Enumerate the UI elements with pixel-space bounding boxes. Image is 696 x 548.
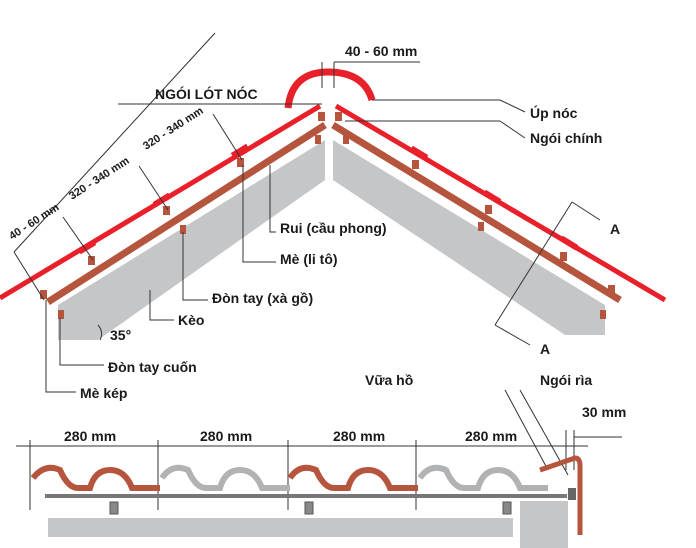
tile-profiles — [30, 455, 583, 535]
ngoi-lot-noc-label: NGÓI LÓT NÓC — [155, 85, 258, 102]
batten-blocks — [109, 501, 512, 515]
me-kep-label: Mè kép — [80, 385, 127, 401]
section-a-bottom: A — [540, 341, 550, 357]
battens — [40, 112, 615, 319]
rui-label: Rui (cầu phong) — [280, 220, 387, 236]
bottom-dim-2: 280 mm — [200, 428, 252, 444]
truss-left — [58, 140, 325, 340]
edge-gap-label: 30 mm — [582, 404, 626, 420]
ngoi-chinh-label: Ngói chính — [530, 130, 602, 146]
purlin-bar — [48, 518, 513, 537]
slope-dim-2: 320 - 340 mm — [67, 155, 132, 203]
me-label: Mè (li tô) — [280, 251, 338, 267]
angle-label: 35° — [110, 327, 131, 343]
bottom-dim-3: 280 mm — [333, 428, 385, 444]
slope-dim-1: 40 - 60 mm — [7, 201, 61, 242]
rafter-right — [331, 122, 622, 303]
vua-ho-label: Vữa hồ — [365, 372, 413, 388]
rafter-left — [46, 122, 327, 305]
section-a-top: A — [610, 221, 620, 237]
ridge-gap-label: 40 - 60 mm — [345, 43, 417, 59]
don-tay-label: Đòn tay (xà gồ) — [212, 290, 313, 306]
bottom-dim-4: 280 mm — [465, 428, 517, 444]
edge-batten — [568, 488, 576, 500]
truss-right — [333, 140, 605, 335]
bottom-dim-1: 280 mm — [64, 428, 116, 444]
keo-label: Kèo — [178, 312, 204, 328]
slope-dim-3: 320 - 340 mm — [141, 105, 206, 153]
ngoi-ria-label: Ngói rìa — [540, 372, 592, 388]
don-tay-cuon-label: Đòn tay cuốn — [108, 359, 197, 375]
tile-line-right — [334, 103, 667, 303]
batten-strip — [45, 494, 567, 498]
up-noc-label: Úp nóc — [530, 104, 578, 121]
wall-block — [520, 501, 568, 548]
ridge-cap — [284, 68, 376, 109]
